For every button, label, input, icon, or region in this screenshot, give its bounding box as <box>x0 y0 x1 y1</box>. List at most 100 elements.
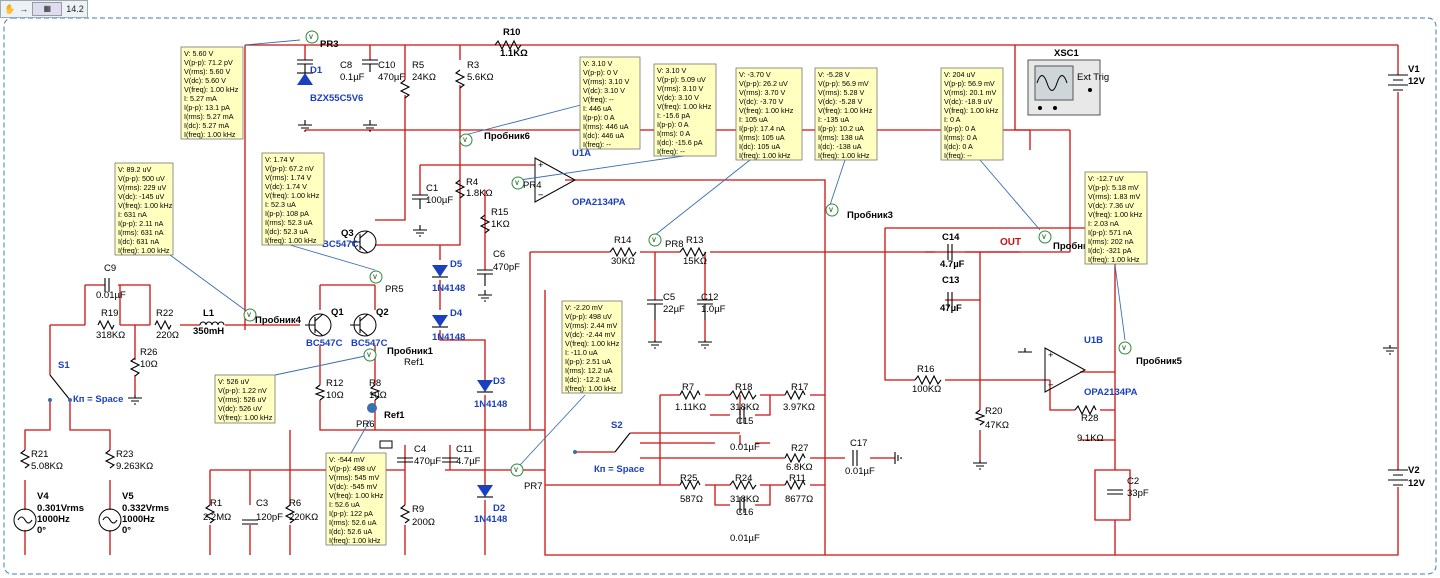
label-r28-value: 9.1KΩ <box>1077 433 1104 444</box>
label-c2: C2 <box>1127 476 1139 487</box>
probe-1: V <box>363 348 377 362</box>
svg-text:I(rms): 0 A: I(rms): 0 A <box>657 129 690 138</box>
svg-text:V(rms): 3.10 V: V(rms): 3.10 V <box>657 84 704 93</box>
label-r11-value: 8677Ω <box>785 494 813 505</box>
c12-symbol <box>697 299 713 320</box>
c4-symbol <box>397 457 413 463</box>
svg-text:I(freq): 1.00 kHz: I(freq): 1.00 kHz <box>265 236 317 245</box>
probe-4: V <box>243 308 257 322</box>
svg-text:V(p-p): 0 V: V(p-p): 0 V <box>583 68 618 77</box>
svg-text:I(rms): 0 A: I(rms): 0 A <box>944 133 977 142</box>
svg-text:I(dc): -12.2 uA: I(dc): -12.2 uA <box>565 375 611 384</box>
probe-pr5: V <box>369 270 383 284</box>
label-r7: R7 <box>682 382 694 393</box>
arrow-right-icon: → <box>19 4 29 14</box>
svg-text:V(rms): 3.10 V: V(rms): 3.10 V <box>583 77 630 86</box>
d5-symbol <box>432 265 448 278</box>
label-r20-value: 47KΩ <box>985 420 1009 431</box>
label-c3-value: 120pF <box>256 512 283 523</box>
r24-symbol <box>729 479 757 491</box>
svg-text:I(p-p): 0 A: I(p-p): 0 A <box>583 113 615 122</box>
readout-pr4: V: 3.10 VV(p-p): 5.09 uVV(rms): 3.10 VV(… <box>653 63 717 157</box>
hand-icon[interactable]: ✋ <box>4 3 16 14</box>
label-d5-value: 1N4148 <box>432 283 465 294</box>
svg-text:I: 105 uA: I: 105 uA <box>739 115 768 124</box>
label-r4: R4 <box>466 177 478 188</box>
svg-text:I(dc): -138 uA: I(dc): -138 uA <box>818 142 862 151</box>
svg-text:I: -15.6 pA: I: -15.6 pA <box>657 111 690 120</box>
svg-text:V(dc): 526 uV: V(dc): 526 uV <box>218 404 262 413</box>
label-probe6: Пробник6 <box>484 131 530 142</box>
svg-text:V: -544 mV: V: -544 mV <box>329 455 365 464</box>
c15-symbol <box>739 407 745 423</box>
svg-text:V(rms): 5.60 V: V(rms): 5.60 V <box>184 67 231 76</box>
r11-symbol <box>784 479 806 491</box>
label-d4-value: 1N4148 <box>432 332 465 343</box>
svg-text:I: 446 uA: I: 446 uA <box>583 104 612 113</box>
label-r17-value: 3.97KΩ <box>783 402 815 413</box>
label-d3-value: 1N4148 <box>474 399 507 410</box>
svg-text:V: V <box>1122 346 1126 352</box>
label-r8-value: 10Ω <box>369 390 387 401</box>
label-v5-rms: 0.332Vrms <box>122 503 169 514</box>
label-s2: S2 <box>611 420 623 431</box>
c2-symbol <box>1107 489 1123 495</box>
label-d1: D1 <box>310 65 323 76</box>
svg-text:I(p-p): 2.51 uA: I(p-p): 2.51 uA <box>565 357 611 366</box>
c11-symbol <box>442 457 458 463</box>
svg-text:V(freq): 1.00 kHz: V(freq): 1.00 kHz <box>565 339 620 348</box>
svg-text:I(freq): 1.00 kHz: I(freq): 1.00 kHz <box>329 536 381 545</box>
label-v4: V4 <box>37 491 49 502</box>
label-pr5: PR5 <box>385 284 403 295</box>
svg-text:I: -135 uA: I: -135 uA <box>818 115 849 124</box>
svg-text:I: -11.0 uA: I: -11.0 uA <box>565 348 598 357</box>
svg-text:I(dc): -321 pA: I(dc): -321 pA <box>1088 246 1132 255</box>
r27-symbol <box>784 452 806 464</box>
label-u1a: U1A <box>572 148 591 159</box>
label-r15-value: 1KΩ <box>491 219 510 230</box>
svg-text:+: + <box>1048 350 1054 361</box>
label-opa-b: OPA2134PA <box>1084 387 1138 398</box>
svg-text:V: 1.74 V: V: 1.74 V <box>265 155 295 164</box>
svg-text:V(p-p): 56.9 mV: V(p-p): 56.9 mV <box>818 79 869 88</box>
svg-text:V(p-p): 500 uV: V(p-p): 500 uV <box>118 174 165 183</box>
label-r6: R6 <box>289 498 301 509</box>
svg-text:V(dc): 3.10 V: V(dc): 3.10 V <box>657 93 699 102</box>
label-c16-value: 0.01µF <box>730 533 760 544</box>
label-r3: R3 <box>467 60 479 71</box>
label-r18: R18 <box>735 382 752 393</box>
label-s1: S1 <box>58 360 70 371</box>
svg-text:I(freq): 1.00 kHz: I(freq): 1.00 kHz <box>184 130 236 139</box>
svg-text:I(freq): --: I(freq): -- <box>583 140 612 149</box>
zoom-level: 14.2 <box>66 4 84 14</box>
svg-text:V(p-p): 26.2 uV: V(p-p): 26.2 uV <box>739 79 788 88</box>
zoom-chart-icon[interactable]: ▦ <box>32 2 63 16</box>
label-r5-value: 24KΩ <box>412 72 436 83</box>
label-c9: C9 <box>104 263 116 274</box>
d2-symbol <box>477 485 493 498</box>
label-ref1-b: Ref1 <box>384 410 405 421</box>
label-kn1: Кп = Space <box>73 394 123 405</box>
r17-symbol <box>784 389 806 401</box>
label-r14: R14 <box>614 235 631 246</box>
svg-text:I(freq): 1.00 kHz: I(freq): 1.00 kHz <box>818 151 870 160</box>
probe-5: V <box>1118 341 1132 355</box>
svg-text:I: 631 nA: I: 631 nA <box>118 210 147 219</box>
ref1-probe-dot <box>367 403 377 413</box>
label-c10-value: 470µF <box>378 72 405 83</box>
label-r12-value: 10Ω <box>326 390 344 401</box>
svg-text:V: 3.10 V: V: 3.10 V <box>583 59 613 68</box>
label-pr7: PR7 <box>524 481 542 492</box>
label-c13: C13 <box>942 275 959 286</box>
label-pr6: PR6 <box>356 419 374 430</box>
components: +− +− <box>13 39 1408 532</box>
s2-contact <box>573 450 577 454</box>
ref-marker <box>379 440 393 449</box>
probe-markers[interactable]: V V V V V V V V V V V <box>243 30 1132 477</box>
svg-text:V(freq): 1.00 kHz: V(freq): 1.00 kHz <box>818 106 873 115</box>
label-r28: R28 <box>1081 413 1098 424</box>
label-r23-value: 9.263KΩ <box>116 461 153 472</box>
label-q3-value: BC547C <box>322 239 359 250</box>
